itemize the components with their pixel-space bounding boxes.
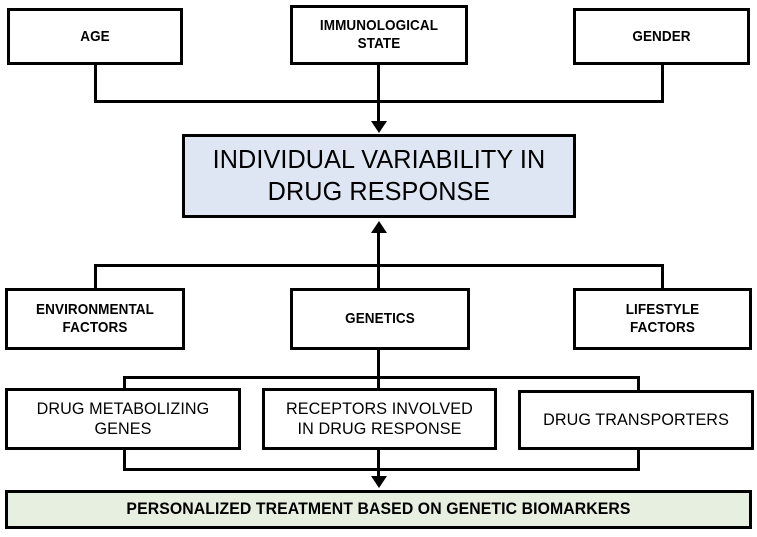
node-environmental-factors-label: ENVIRONMENTAL FACTORS bbox=[36, 301, 154, 336]
connector-gender-stub bbox=[661, 65, 664, 103]
node-genetics-label: GENETICS bbox=[345, 310, 415, 328]
node-receptors-involved[interactable]: RECEPTORS INVOLVED IN DRUG RESPONSE bbox=[262, 388, 497, 450]
node-environmental-factors[interactable]: ENVIRONMENTAL FACTORS bbox=[5, 288, 185, 350]
connector-genetics-up-stub bbox=[377, 232, 380, 289]
connector-arrow-into-variability-from-below bbox=[371, 221, 387, 233]
node-genetics[interactable]: GENETICS bbox=[290, 288, 470, 350]
connector-receptors-involved-down-stub bbox=[377, 450, 380, 478]
node-lifestyle-factors-label: LIFESTYLE FACTORS bbox=[625, 301, 700, 336]
connector-middle-bus bbox=[94, 264, 664, 267]
node-drug-metabolizing-genes-label: DRUG METABOLIZING GENES bbox=[36, 398, 210, 438]
connector-drug-metabolizing-genes-down-stub bbox=[123, 450, 126, 471]
connector-genetics-bus bbox=[123, 376, 640, 379]
node-personalized-treatment[interactable]: PERSONALIZED TREATMENT BASED ON GENETIC … bbox=[5, 490, 752, 529]
node-individual-variability[interactable]: INDIVIDUAL VARIABILITY IN DRUG RESPONSE bbox=[182, 134, 576, 218]
node-gender-label: GENDER bbox=[632, 27, 691, 45]
node-immunological-state-label: IMMUNOLOGICAL STATE bbox=[319, 17, 439, 52]
node-drug-transporters-label: DRUG TRANSPORTERS bbox=[543, 409, 729, 429]
node-personalized-treatment-label: PERSONALIZED TREATMENT BASED ON GENETIC … bbox=[126, 499, 631, 519]
connector-arrow-into-personalized-treatment bbox=[371, 476, 387, 488]
node-gender[interactable]: GENDER bbox=[573, 8, 750, 65]
node-age[interactable]: AGE bbox=[7, 8, 183, 65]
node-lifestyle-factors[interactable]: LIFESTYLE FACTORS bbox=[573, 288, 752, 350]
connector-drug-metabolizing-genes-stub bbox=[123, 376, 126, 390]
connector-genetics-down-stub bbox=[377, 350, 380, 390]
connector-drug-transporters-stub bbox=[637, 376, 640, 392]
connector-age-stub bbox=[94, 65, 97, 103]
node-individual-variability-label: INDIVIDUAL VARIABILITY IN DRUG RESPONSE bbox=[212, 144, 546, 206]
node-drug-metabolizing-genes[interactable]: DRUG METABOLIZING GENES bbox=[5, 388, 241, 450]
node-receptors-involved-label: RECEPTORS INVOLVED IN DRUG RESPONSE bbox=[286, 398, 473, 438]
connector-environmental-factors-stub bbox=[94, 264, 97, 290]
connector-bottom-bus bbox=[123, 468, 640, 471]
connector-drug-transporters-down-stub bbox=[637, 450, 640, 471]
node-age-label: AGE bbox=[80, 27, 110, 45]
connector-lifestyle-factors-stub bbox=[661, 264, 664, 290]
node-drug-transporters[interactable]: DRUG TRANSPORTERS bbox=[518, 390, 754, 450]
connector-immunological-state-stub bbox=[377, 65, 380, 123]
connector-arrow-into-variability bbox=[371, 121, 387, 133]
node-immunological-state[interactable]: IMMUNOLOGICAL STATE bbox=[290, 5, 468, 65]
